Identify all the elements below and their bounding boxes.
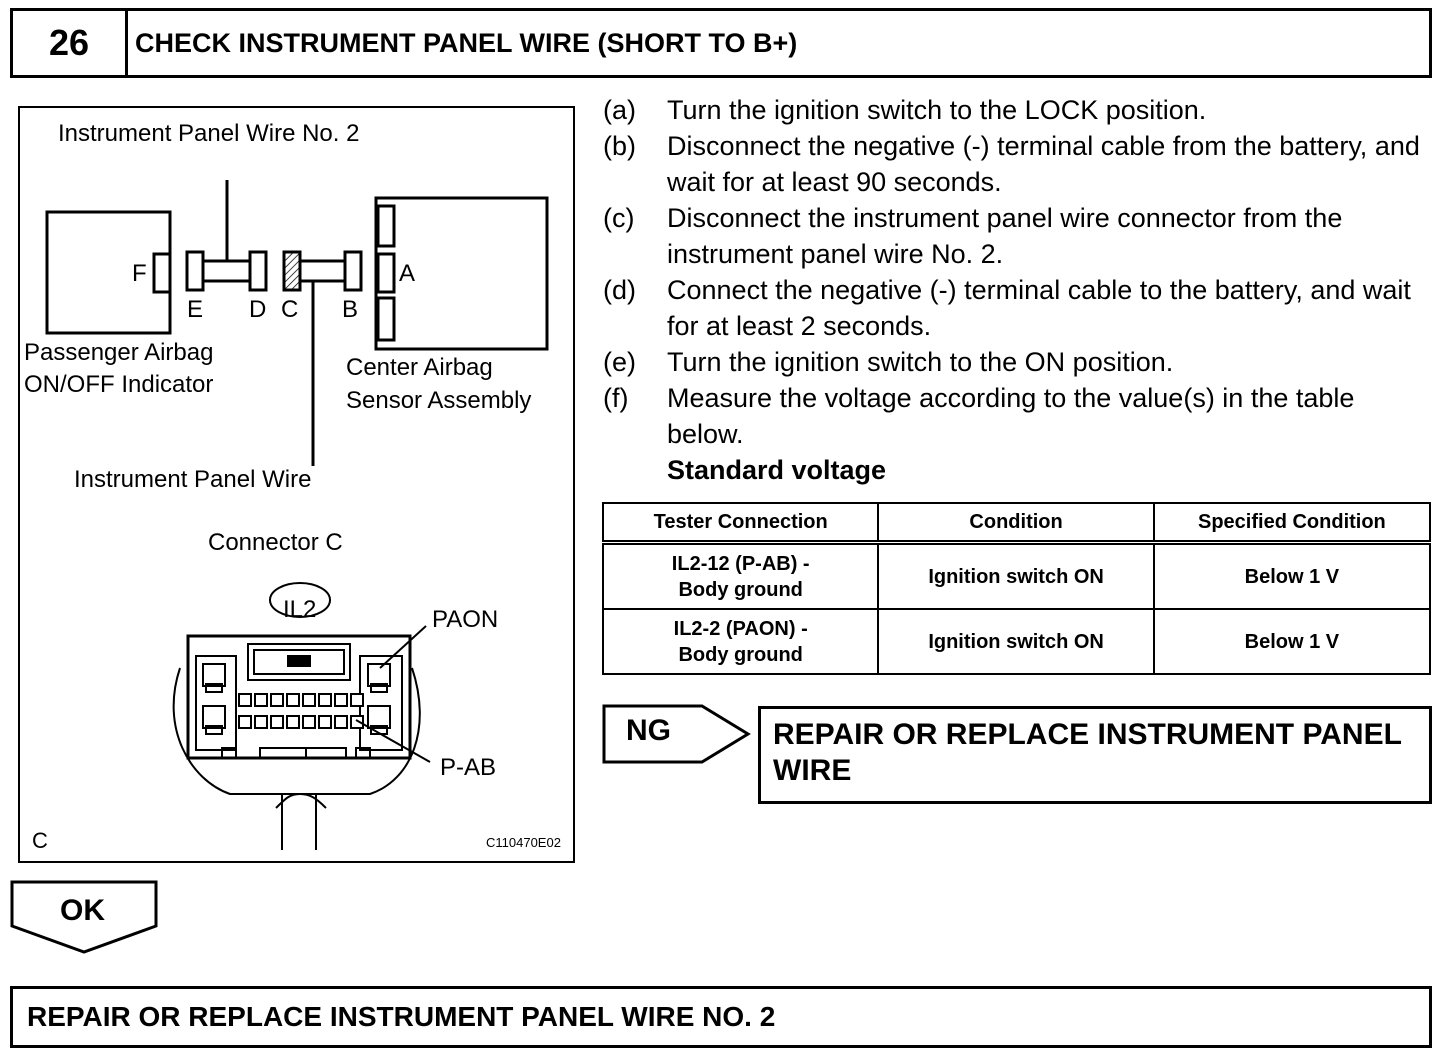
connector-c bbox=[282, 250, 302, 292]
passenger-indicator-label-1: Passenger Airbag bbox=[24, 339, 214, 366]
passenger-indicator-box bbox=[45, 210, 172, 335]
cell-line: IL2-12 (P-AB) - bbox=[671, 552, 810, 575]
step-number: 26 bbox=[13, 11, 128, 75]
letter-f-label: F bbox=[132, 260, 147, 287]
instruction-letter: (f) bbox=[603, 383, 629, 413]
instruction-text: Turn the ignition switch to the LOCK pos… bbox=[667, 95, 1207, 125]
center-airbag-label-1: Center Airbag bbox=[346, 354, 493, 381]
instruction-letter: (e) bbox=[603, 347, 636, 377]
final-result-box: REPAIR OR REPLACE INSTRUMENT PANEL WIRE … bbox=[10, 986, 1432, 1048]
passenger-indicator-label-2: ON/OFF Indicator bbox=[24, 371, 214, 398]
connector-c-label: Connector C bbox=[208, 529, 343, 556]
spec-table: Tester Connection Condition Specified Co… bbox=[601, 502, 1432, 675]
connector-f bbox=[152, 252, 172, 294]
center-airbag-label-2: Sensor Assembly bbox=[346, 387, 532, 414]
instruction-text: Turn the ignition switch to the ON posit… bbox=[667, 347, 1174, 377]
cell-line: IL2-2 (PAON) - bbox=[673, 617, 808, 640]
specified-condition-cell: Below 1 V bbox=[1152, 541, 1432, 610]
ok-arrow bbox=[10, 880, 158, 954]
pin-paon-label: PAON bbox=[432, 606, 499, 633]
connector-e bbox=[185, 250, 205, 292]
letter-b-label: B bbox=[342, 296, 359, 323]
step-header: 26 CHECK INSTRUMENT PANEL WIRE (SHORT TO… bbox=[10, 8, 1432, 78]
connector-c-face bbox=[172, 582, 421, 850]
connector-code-label: IL2 bbox=[283, 596, 317, 623]
step-title: CHECK INSTRUMENT PANEL WIRE (SHORT TO B+… bbox=[135, 27, 798, 58]
table-header: Condition bbox=[877, 502, 1155, 544]
instruction-d: (d) Connect the negative (-) terminal ca… bbox=[603, 272, 1433, 344]
diagram-graphic bbox=[45, 180, 549, 850]
condition-cell: Ignition switch ON bbox=[877, 541, 1155, 610]
instruction-letter: (b) bbox=[603, 131, 636, 161]
ng-arrow bbox=[602, 704, 751, 764]
pin-pab-label: P-AB bbox=[440, 754, 497, 781]
instruction-text: Disconnect the negative (-) terminal cab… bbox=[667, 131, 1420, 197]
instruction-letter: (a) bbox=[603, 95, 636, 125]
connector-pins bbox=[238, 693, 364, 729]
table-header-row: Tester Connection Condition Specified Co… bbox=[601, 502, 1432, 544]
diagram-title-label: Instrument Panel Wire No. 2 bbox=[58, 120, 360, 147]
wiring-diagram: Instrument Panel Wire No. 2 F E D C B A … bbox=[18, 106, 575, 863]
ok-label: OK bbox=[60, 894, 105, 927]
instruction-text: Disconnect the instrument panel wire con… bbox=[667, 203, 1343, 269]
standard-voltage-title: Standard voltage bbox=[667, 455, 887, 485]
connector-b bbox=[343, 250, 363, 292]
cell-line: Body ground bbox=[678, 578, 803, 601]
tester-connection-cell: IL2-2 (PAON) - Body ground bbox=[601, 608, 880, 675]
instruction-text: Connect the negative (-) terminal cable … bbox=[667, 275, 1411, 341]
instruction-letter: (d) bbox=[603, 275, 636, 305]
instruction-list: (a) Turn the ignition switch to the LOCK… bbox=[603, 92, 1433, 488]
instruction-c: (c) Disconnect the instrument panel wire… bbox=[603, 200, 1433, 272]
instruction-letter: (c) bbox=[603, 203, 635, 233]
letter-a-label: A bbox=[399, 260, 416, 287]
instruction-text: Measure the voltage according to the val… bbox=[667, 383, 1355, 449]
table-header: Specified Condition bbox=[1152, 502, 1432, 544]
table-header: Tester Connection bbox=[601, 502, 880, 544]
cell-line: Body ground bbox=[678, 643, 803, 666]
letter-e-label: E bbox=[187, 296, 204, 323]
corner-letter: C bbox=[32, 828, 48, 853]
tester-connection-cell: IL2-12 (P-AB) - Body ground bbox=[601, 541, 880, 610]
letter-c-label: C bbox=[281, 296, 299, 323]
ng-label: NG bbox=[626, 714, 671, 747]
condition-cell: Ignition switch ON bbox=[877, 608, 1155, 675]
specified-condition-cell: Below 1 V bbox=[1152, 608, 1432, 675]
instruction-f: (f) Measure the voltage according to the… bbox=[603, 380, 1433, 452]
table-row: IL2-12 (P-AB) - Body ground Ignition swi… bbox=[601, 541, 1432, 610]
ng-result-box: REPAIR OR REPLACE INSTRUMENT PANEL WIRE bbox=[758, 706, 1432, 804]
letter-d-label: D bbox=[249, 296, 267, 323]
connector-a bbox=[376, 252, 396, 294]
instruction-a: (a) Turn the ignition switch to the LOCK… bbox=[603, 92, 1433, 128]
instrument-panel-wire-label: Instrument Panel Wire bbox=[74, 466, 312, 493]
center-airbag-box bbox=[374, 196, 549, 351]
final-result-text: REPAIR OR REPLACE INSTRUMENT PANEL WIRE … bbox=[27, 1001, 776, 1032]
instruction-e: (e) Turn the ignition switch to the ON p… bbox=[603, 344, 1433, 380]
figure-id: C110470E02 bbox=[486, 835, 561, 850]
instruction-b: (b) Disconnect the negative (-) terminal… bbox=[603, 128, 1433, 200]
connector-d bbox=[248, 250, 268, 292]
ng-result-text: REPAIR OR REPLACE INSTRUMENT PANEL WIRE bbox=[773, 718, 1402, 787]
table-row: IL2-2 (PAON) - Body ground Ignition swit… bbox=[601, 608, 1432, 675]
